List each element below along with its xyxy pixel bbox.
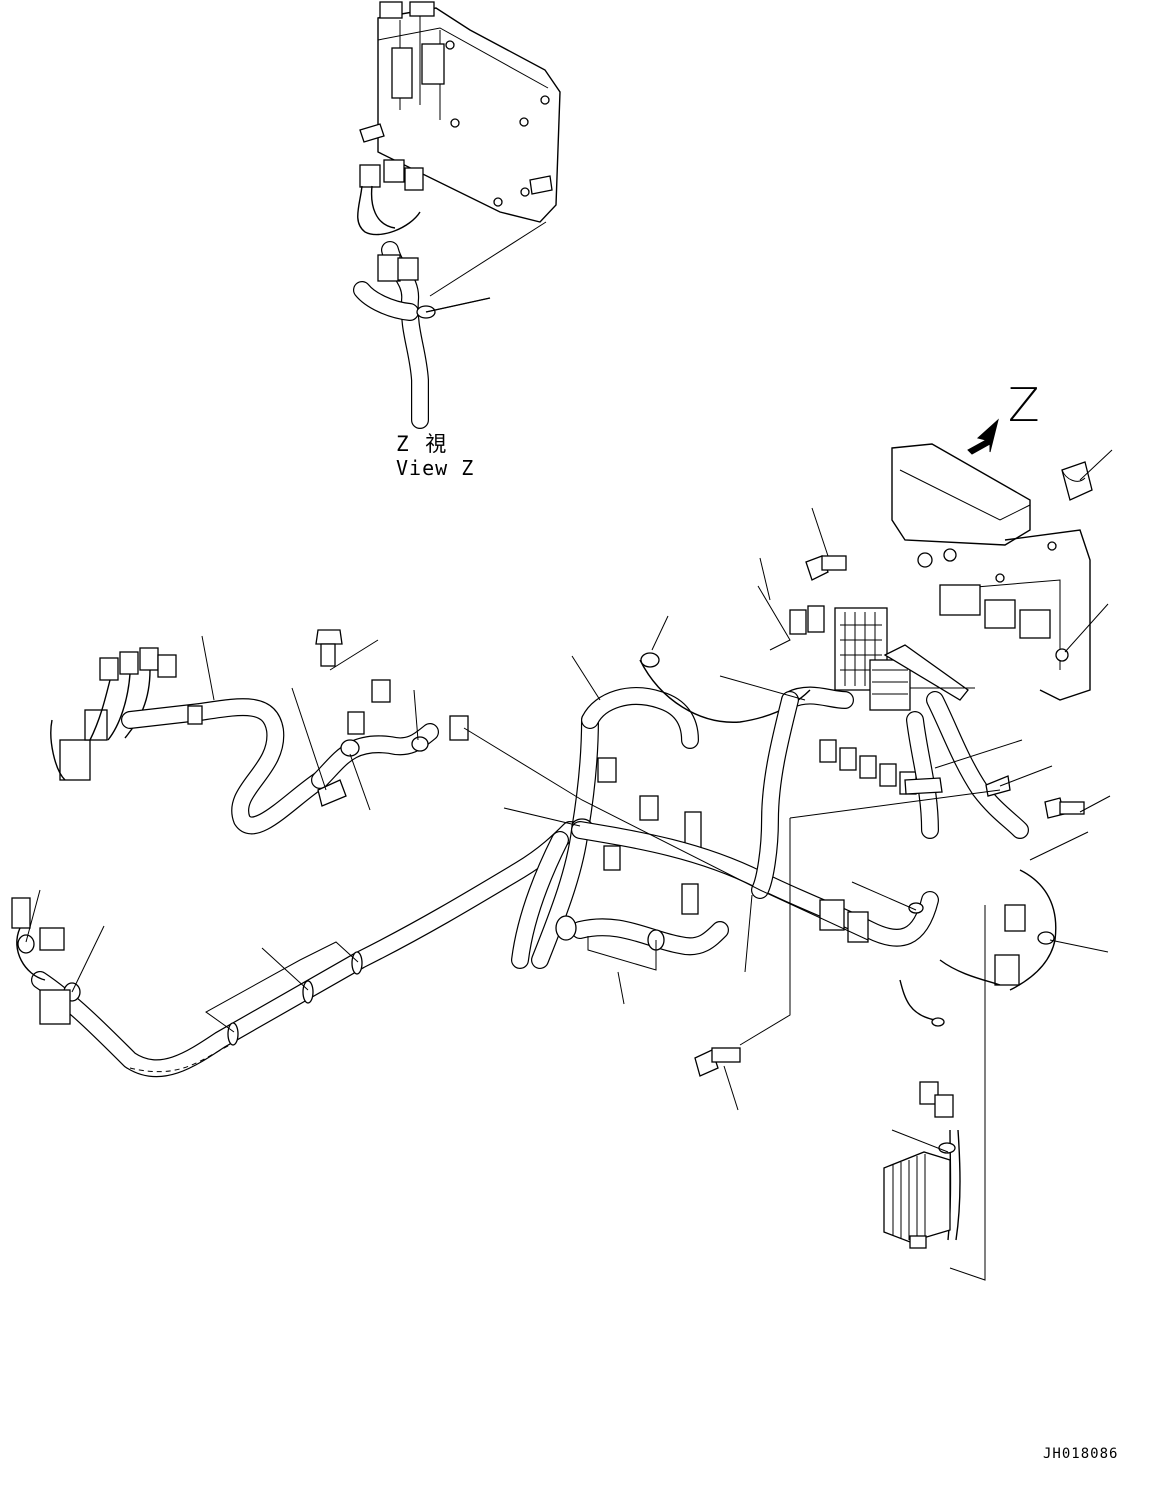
- view-z-detail: [353, 1, 561, 429]
- drawing-code: JH018086: [1043, 1446, 1119, 1462]
- leader-lines: [25, 297, 1113, 1281]
- z-direction-letter: Z: [1008, 378, 1040, 432]
- main-harness: [11, 647, 1057, 1249]
- view-z-label-japanese: Z 視: [396, 432, 449, 456]
- z-direction-arrow: [967, 418, 999, 455]
- bolts: [315, 555, 1085, 1077]
- view-z-label-english: View Z: [396, 456, 475, 480]
- main-bracket-assembly: [781, 443, 1093, 839]
